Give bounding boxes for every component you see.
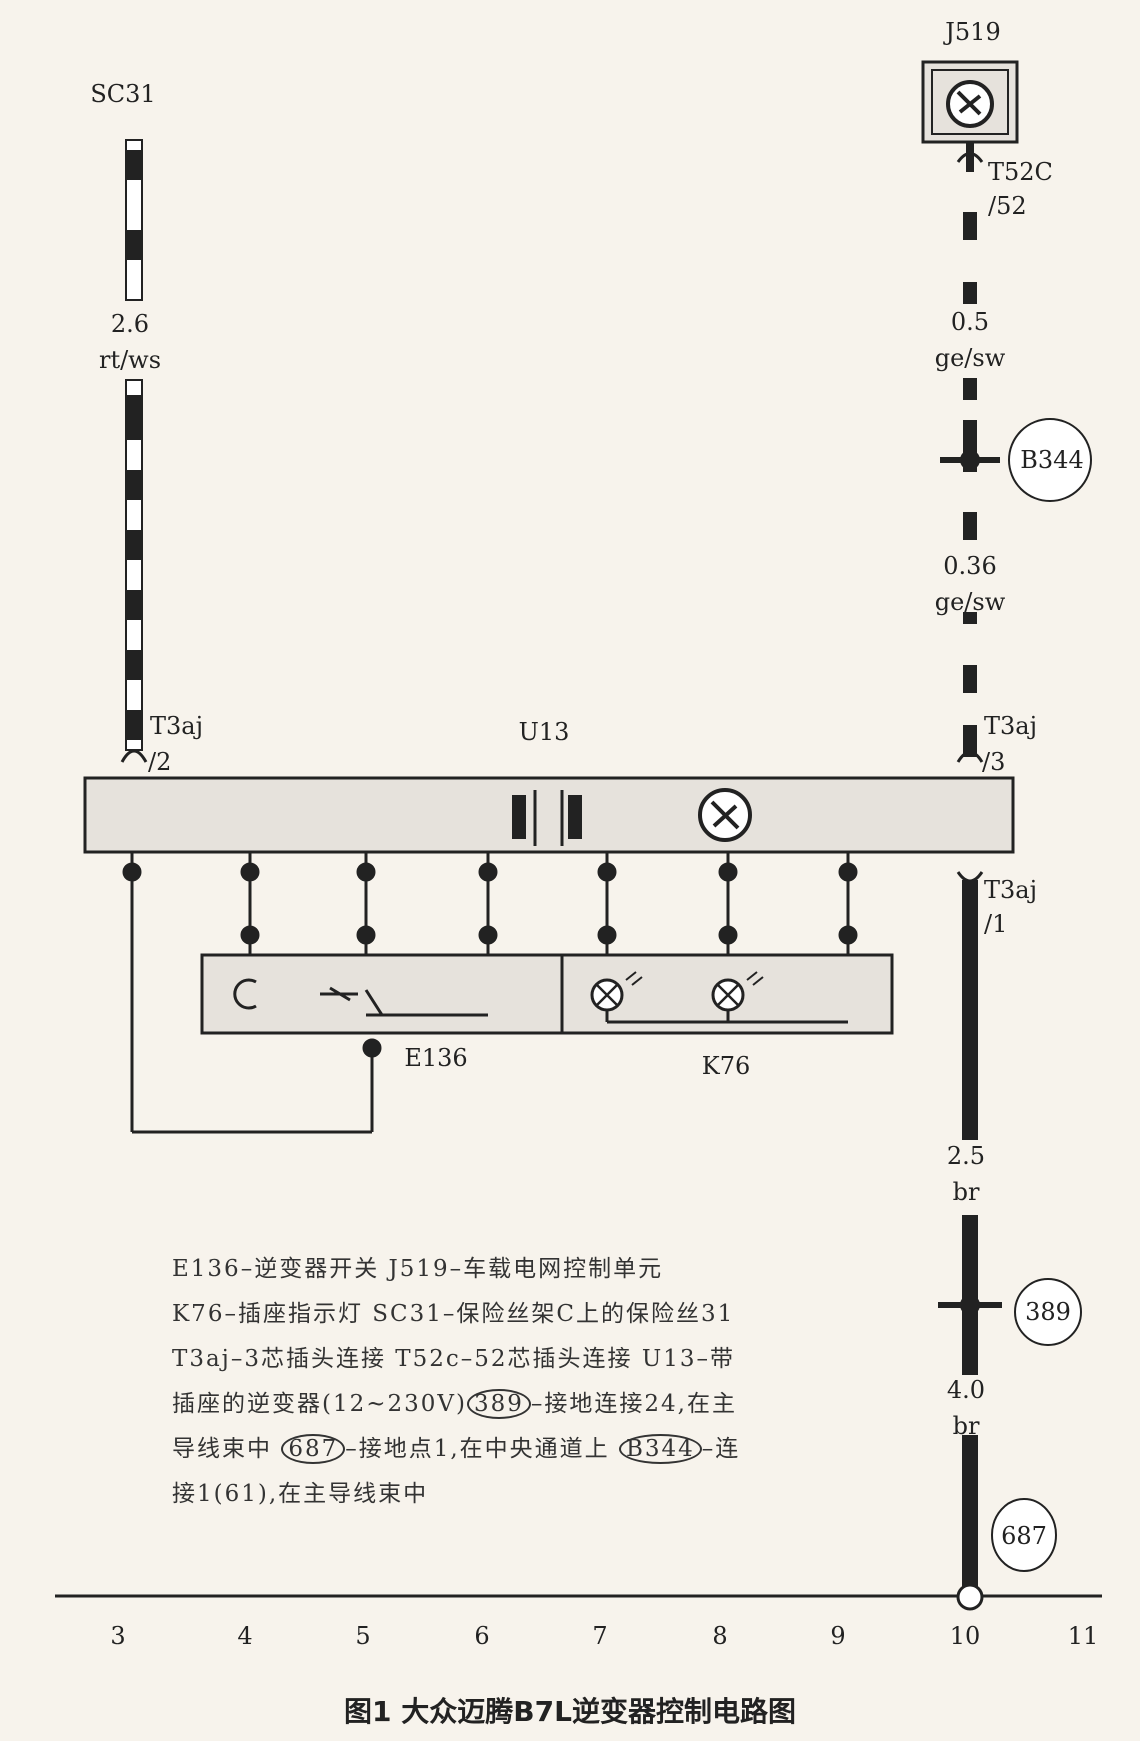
label-wire4-size: 2.5 [947, 1142, 985, 1170]
label-t3aj-left: T3aj [150, 712, 203, 740]
grid-number: 9 [830, 1622, 845, 1650]
ground-node [956, 1583, 984, 1611]
label-687: 687 [1001, 1522, 1047, 1550]
legend-line-5: 导线束中 687–接地点1,在中央通道上 B344–连 [172, 1427, 782, 1472]
grid-number: 7 [592, 1622, 607, 1650]
grid-number: 6 [474, 1622, 489, 1650]
label-389: 389 [1025, 1298, 1071, 1326]
legend-ring-b344: B344 [618, 1434, 702, 1464]
label-e136: E136 [404, 1044, 467, 1072]
junction-b344 [940, 418, 1092, 502]
wire-br [962, 880, 978, 1590]
label-sc31: SC31 [90, 80, 155, 108]
connector-t3aj-2 [120, 749, 148, 763]
legend-ring-389: 389 [467, 1389, 531, 1419]
label-wire5-size: 4.0 [947, 1376, 985, 1404]
grid-number: 10 [950, 1622, 981, 1650]
label-t3aj-bottom: T3aj [984, 876, 1037, 904]
label-k76: K76 [702, 1052, 750, 1080]
grid-number: 11 [1068, 1622, 1099, 1650]
legend-line-6: 接1(61),在主导线束中 [172, 1481, 429, 1507]
grid-numbers: 3 4 5 6 7 8 9 10 11 [110, 1622, 1098, 1650]
legend-text: –接地连接24,在主 [530, 1391, 737, 1417]
label-t3aj-bottom-pin: /1 [984, 910, 1007, 938]
legend-text: 导线束中 [172, 1436, 282, 1462]
label-t52c-pin: /52 [988, 192, 1027, 220]
legend-text: –连 [701, 1436, 741, 1462]
connector-t3aj-3 [956, 750, 984, 763]
u13-inverter [83, 776, 1015, 854]
legend-line-4: 插座的逆变器(12~230V)389–接地连接24,在主 [172, 1382, 782, 1427]
legend-line-2: K76–插座指示灯 SC31–保险丝架C上的保险丝31 [172, 1301, 735, 1327]
wire-ge-sw-top [963, 212, 977, 757]
label-t3aj-left-pin: /2 [148, 748, 171, 776]
j519-unit [921, 60, 1019, 144]
wire-sc31 [125, 139, 143, 751]
legend-text: –接地点1,在中央通道上 [345, 1436, 619, 1462]
label-t52c: T52C [988, 158, 1053, 186]
grid-number: 3 [110, 1622, 125, 1650]
junction-389 [938, 1278, 1082, 1346]
label-wire3-size: 0.36 [943, 552, 996, 580]
label-wire4-color: br [953, 1178, 980, 1206]
label-t3aj-right: T3aj [984, 712, 1037, 740]
label-j519: J519 [942, 18, 1000, 46]
label-b344: B344 [1020, 446, 1083, 474]
grid-number: 8 [712, 1622, 727, 1650]
legend: E136–逆变器开关 J519–车载电网控制单元 K76–插座指示灯 SC31–… [172, 1247, 782, 1517]
label-wire1-size: 2.6 [111, 310, 149, 338]
switch-panel [200, 953, 894, 1035]
grid-number: 4 [237, 1622, 252, 1650]
connector-t3aj-1 [956, 871, 984, 883]
label-wire3-color: ge/sw [935, 588, 1006, 616]
label-wire5-color: br [953, 1412, 980, 1440]
legend-line-3: T3aj–3芯插头连接 T52c–52芯插头连接 U13–带 [172, 1346, 735, 1372]
label-wire2-size: 0.5 [951, 308, 989, 336]
ground-687 [991, 1498, 1057, 1572]
label-t3aj-right-pin: /3 [982, 748, 1005, 776]
label-wire1-color: rt/ws [99, 346, 161, 374]
label-u13: U13 [519, 718, 570, 746]
grid-number: 5 [355, 1622, 370, 1650]
figure-caption: 图1 大众迈腾B7L逆变器控制电路图 [344, 1695, 796, 1728]
legend-text: 插座的逆变器(12~230V) [172, 1391, 467, 1417]
legend-line-1: E136–逆变器开关 J519–车载电网控制单元 [172, 1256, 664, 1282]
legend-ring-687: 687 [281, 1434, 346, 1464]
label-wire2-color: ge/sw [935, 344, 1006, 372]
